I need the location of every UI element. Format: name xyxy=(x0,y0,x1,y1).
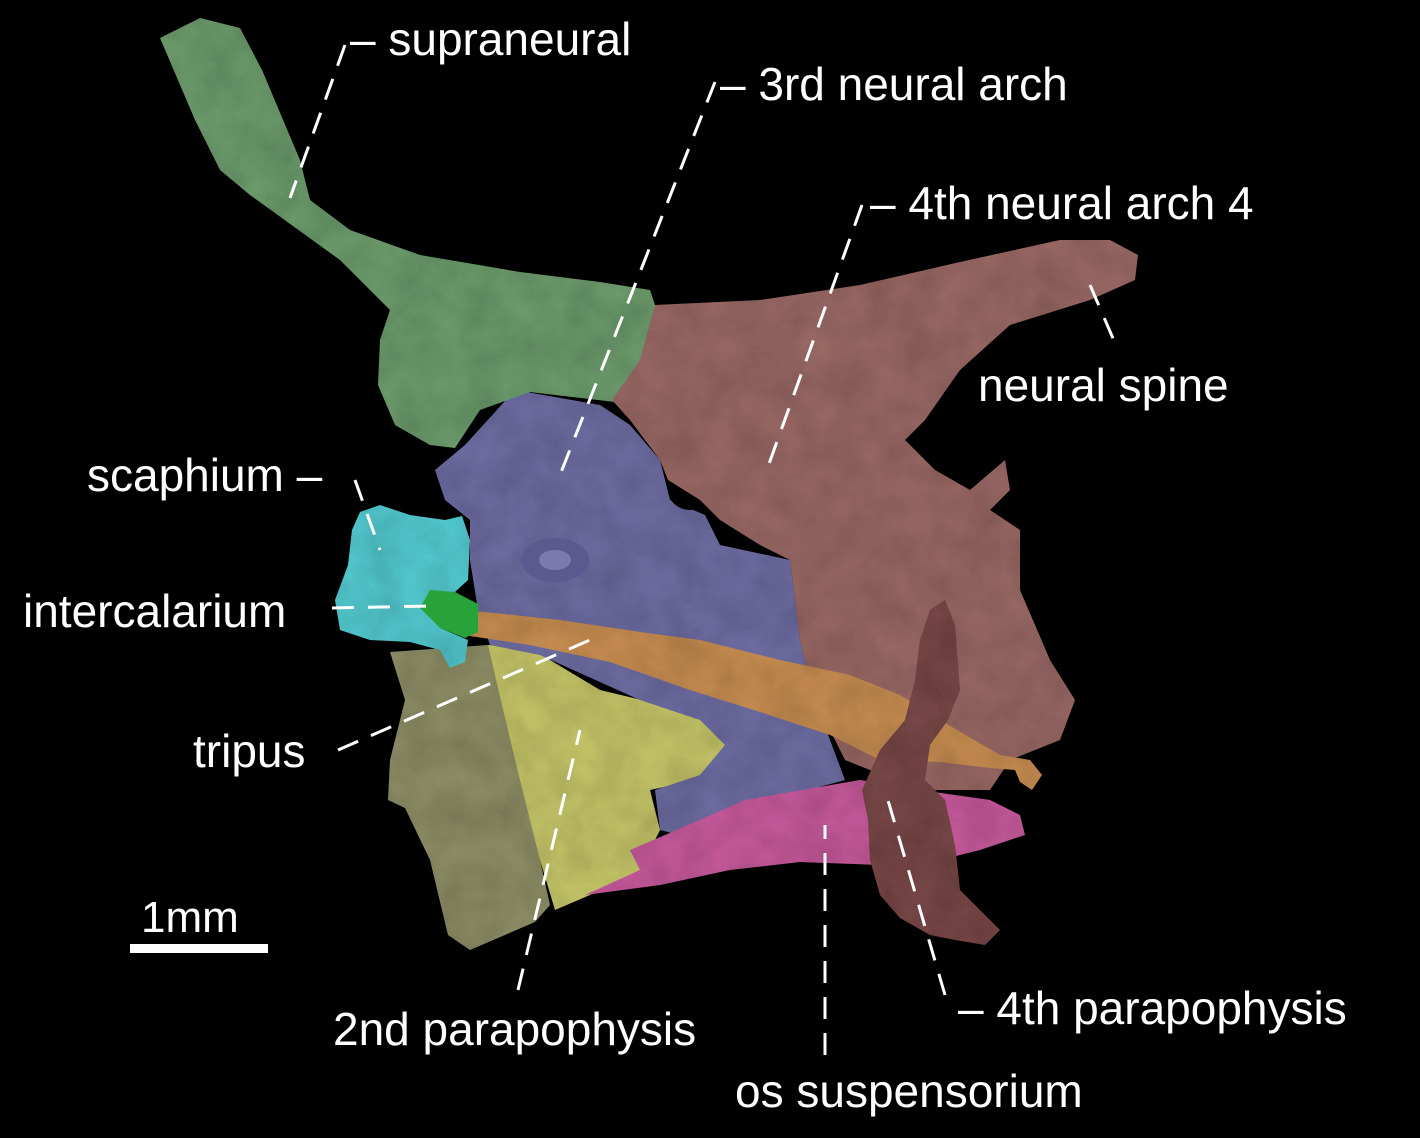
label-intercalarium: intercalarium xyxy=(23,588,286,634)
scaphium-bone xyxy=(335,505,470,668)
label-scaphium: scaphium – xyxy=(87,452,322,498)
scale-bar-label: 1mm xyxy=(141,896,239,940)
label-fourth-parapophysis: – 4th parapophysis xyxy=(958,985,1347,1031)
arch-pit-inner xyxy=(539,550,571,570)
label-fourth-neural-arch: – 4th neural arch 4 xyxy=(870,180,1254,226)
leader-intercalarium xyxy=(332,606,430,608)
label-os-suspensorium: os suspensorium xyxy=(735,1068,1083,1114)
label-tripus: tripus xyxy=(193,728,305,774)
supraneural-bone xyxy=(160,18,660,448)
leader-neural-spine xyxy=(1090,285,1118,350)
label-second-parapophysis: 2nd parapophysis xyxy=(333,1006,696,1052)
scale-bar xyxy=(130,944,268,953)
label-neural-spine: neural spine xyxy=(978,362,1229,408)
label-supraneural: – supraneural xyxy=(350,16,631,62)
label-third-neural-arch: – 3rd neural arch xyxy=(720,61,1068,107)
